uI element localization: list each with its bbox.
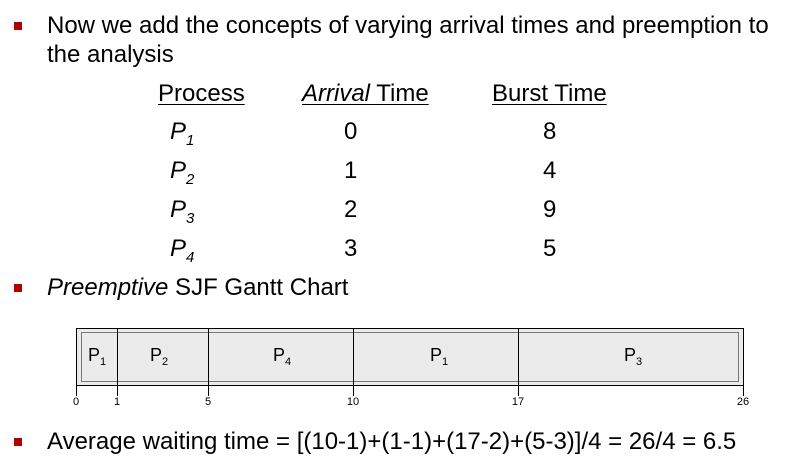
gantt-tick-26 xyxy=(743,386,744,396)
gantt-heading-rest: SJF Gantt Chart xyxy=(168,274,349,301)
header-arrival-italic: Arrival xyxy=(302,80,371,107)
gantt-time-label-26: 26 xyxy=(736,396,750,408)
gantt-segment-label-1: P1 xyxy=(88,345,107,368)
gantt-time-label-1: 1 xyxy=(113,396,121,408)
gantt-heading: Preemptive SJF Gantt Chart xyxy=(47,274,348,302)
gantt-divider-3 xyxy=(353,328,354,386)
gantt-tick-10 xyxy=(353,386,354,396)
table-row-process-1: P1 xyxy=(170,118,195,149)
table-row-burst-1: 8 xyxy=(543,118,557,145)
gantt-segment-label-4: P1 xyxy=(430,345,449,368)
header-process: Process xyxy=(158,80,245,107)
bullet-marker-2 xyxy=(14,284,22,292)
gantt-inner-frame xyxy=(81,332,739,382)
gantt-time-label-5: 5 xyxy=(204,396,212,408)
gantt-tick-1 xyxy=(117,386,118,396)
gantt-segment-label-5: P3 xyxy=(624,345,643,368)
table-row-arrival-1: 0 xyxy=(344,118,358,145)
table-row-arrival-2: 1 xyxy=(344,157,358,184)
header-arrival-time: Arrival Time xyxy=(302,80,429,108)
intro-line-2: the analysis xyxy=(47,41,174,68)
gantt-time-label-0: 0 xyxy=(72,396,80,408)
intro-line-1: Now we add the concepts of varying arriv… xyxy=(47,12,769,39)
header-arrival-rest: Time xyxy=(370,80,429,107)
header-burst-time: Burst Time xyxy=(492,80,607,107)
table-row-process-3: P3 xyxy=(170,196,195,227)
gantt-divider-1 xyxy=(117,328,118,386)
gantt-chart-bar xyxy=(76,328,744,386)
gantt-tick-5 xyxy=(208,386,209,396)
table-row-process-2: P2 xyxy=(170,157,195,188)
table-row-burst-3: 9 xyxy=(543,196,557,223)
gantt-segment-label-2: P2 xyxy=(150,345,169,368)
table-row-arrival-4: 3 xyxy=(344,235,358,262)
gantt-tick-0 xyxy=(76,386,77,396)
gantt-divider-2 xyxy=(208,328,209,386)
table-row-burst-2: 4 xyxy=(543,157,557,184)
gantt-time-label-17: 17 xyxy=(511,396,525,408)
table-row-arrival-3: 2 xyxy=(344,196,358,223)
gantt-segment-label-3: P4 xyxy=(273,345,292,368)
gantt-tick-17 xyxy=(518,386,519,396)
table-row-burst-4: 5 xyxy=(543,235,557,262)
bullet-marker-3 xyxy=(14,438,22,446)
table-row-process-4: P4 xyxy=(170,235,195,266)
gantt-time-label-10: 10 xyxy=(346,396,360,408)
gantt-heading-italic: Preemptive xyxy=(47,274,169,301)
bullet-marker-1 xyxy=(14,22,22,30)
average-waiting-time: Average waiting time = [(10-1)+(1-1)+(17… xyxy=(47,428,737,455)
gantt-divider-4 xyxy=(518,328,519,386)
